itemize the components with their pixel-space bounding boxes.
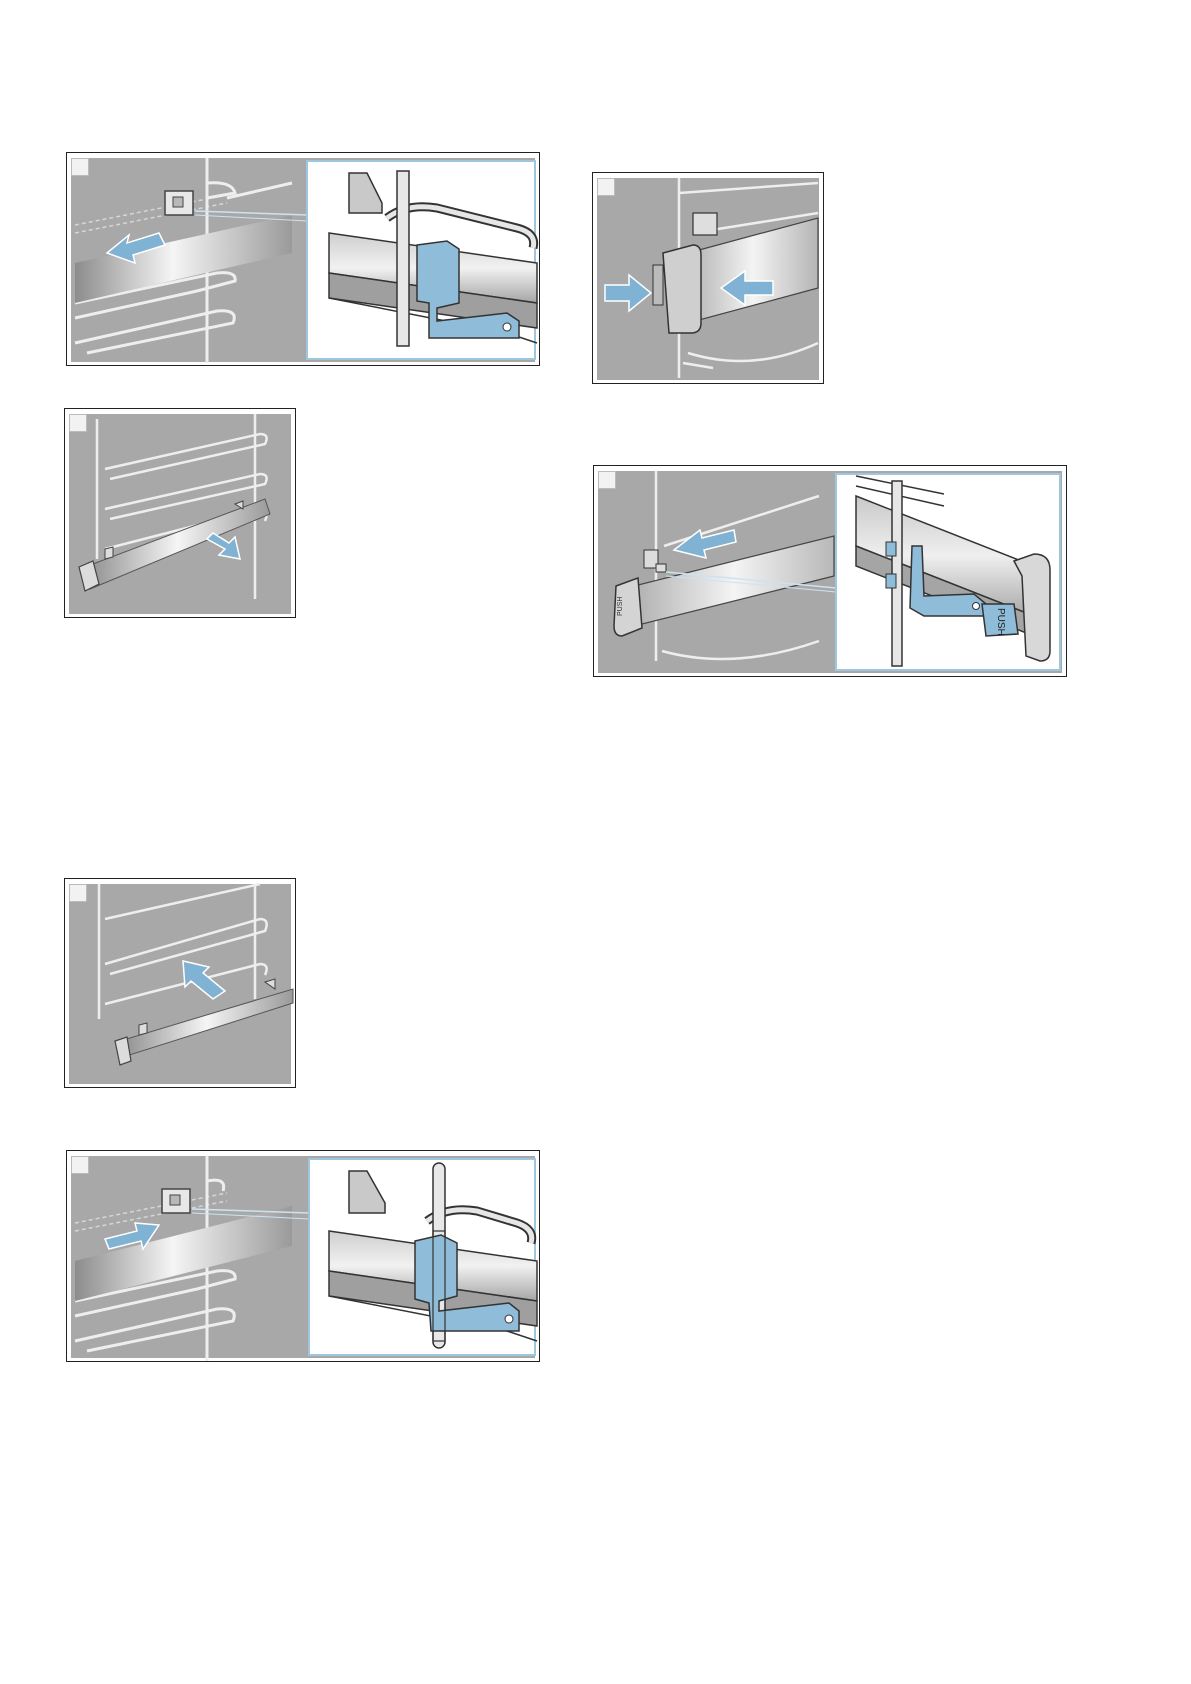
figure-pull-rail-out [64, 408, 296, 618]
illustration-insert-rail [65, 879, 297, 1089]
figure-squeeze-clip [592, 172, 824, 384]
illustration-push-clip-detail: PUSH PUSH [594, 466, 1068, 678]
illustration-squeeze-clip [593, 173, 825, 385]
figure-attach-front-hook [66, 1150, 540, 1362]
illustration-remove-front-hook [67, 153, 541, 367]
step-number-box [71, 158, 89, 176]
figure-remove-front-hook [66, 152, 540, 366]
figure-insert-rail [64, 878, 296, 1088]
push-label-zoom: PUSH [995, 608, 1006, 636]
figure-push-clip-detail: PUSH PUSH [593, 465, 1067, 677]
step-number-box [598, 471, 616, 489]
step-number-box [69, 414, 87, 432]
push-label-main: PUSH [617, 597, 624, 616]
step-number-box [597, 178, 615, 196]
illustration-pull-rail-out [65, 409, 297, 619]
step-number-box [69, 884, 87, 902]
step-number-box [71, 1156, 89, 1174]
illustration-attach-front-hook [67, 1151, 541, 1363]
